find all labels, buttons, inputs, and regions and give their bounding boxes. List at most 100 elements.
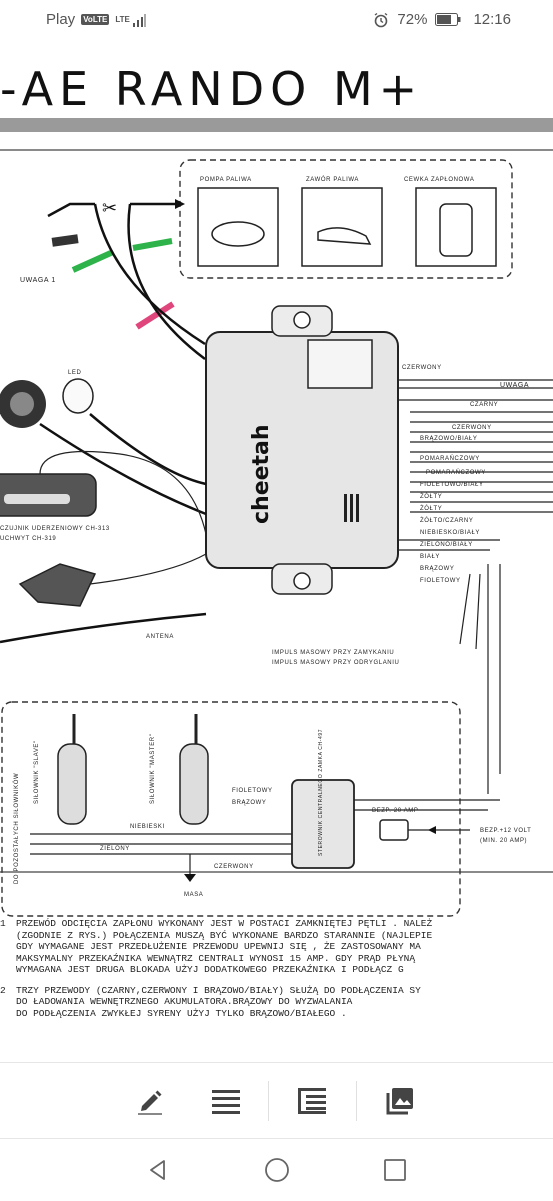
document-title: -AE RANDO M+ xyxy=(0,62,424,116)
actuator-slave xyxy=(57,714,87,825)
edit-button[interactable] xyxy=(130,1081,170,1121)
battery-icon xyxy=(435,13,461,26)
ignition-coil-drawing xyxy=(439,203,473,257)
lock-wire-0: FIOLETOWY xyxy=(232,788,273,794)
format-icon xyxy=(212,1090,240,1114)
format-button[interactable] xyxy=(206,1081,246,1121)
antenna-label: ANTENA xyxy=(146,634,174,640)
recents-icon xyxy=(384,1159,406,1181)
gallery-button[interactable] xyxy=(380,1081,420,1121)
lock-wires xyxy=(30,833,292,855)
home-button[interactable] xyxy=(262,1155,292,1185)
green-marker-1 xyxy=(71,249,115,273)
title-rule xyxy=(0,118,553,132)
back-icon xyxy=(150,1160,165,1180)
pink-marker xyxy=(135,301,175,330)
wire-label-12: BIAŁY xyxy=(420,554,440,560)
led-label: LED xyxy=(68,370,82,376)
lock-wire-4: CZERWONY xyxy=(214,864,254,870)
wire-siren xyxy=(39,422,207,516)
toolbar-divider-1 xyxy=(268,1081,269,1121)
sensor-label: CZUJNIK UDERZENIOWY CH-313 xyxy=(0,526,110,532)
note-1: 1 PRZEWÓD ODCIĘCIA ZAPŁONU WYKONANY JEST… xyxy=(0,918,553,976)
central-lock-module xyxy=(291,779,355,869)
wire-antenna xyxy=(89,553,207,585)
note-2-number: 2 xyxy=(0,984,6,996)
down-wires xyxy=(487,564,501,794)
note-2-line-3: DO PODŁĄCZENIA ZWYKŁEJ SYRENY UŻYJ TYLKO… xyxy=(16,1007,347,1019)
unit-slots xyxy=(344,494,359,522)
wire-left xyxy=(0,612,207,644)
note-1-line-2: (ZGODNIE Z RYS.) POŁĄCZENIA MUSZĄ BYĆ WY… xyxy=(16,929,433,941)
brand-label: cheetah xyxy=(249,424,274,524)
fuel-pump-box xyxy=(197,187,279,267)
pulse-lock-label: IMPULS MASOWY PRZY ZAMYKANIU xyxy=(272,650,394,656)
other-actuators-label: DO POZOSTAŁYCH SIŁOWNIKÓW xyxy=(13,773,20,884)
volte-badge: VoLTE xyxy=(81,14,110,25)
wire-label-9: ŻÓŁTO/CZARNY xyxy=(420,517,473,524)
note-2: 2 TRZY PRZEWODY (CZARNY,CZERWONY I BRĄZO… xyxy=(0,985,553,1020)
wire-label-2: CZERWONY xyxy=(452,425,492,431)
connector-left xyxy=(51,234,79,247)
home-icon xyxy=(265,1158,289,1182)
wire-label-14: FIOLETOWY xyxy=(420,578,461,584)
back-button[interactable] xyxy=(143,1155,173,1185)
slave-label: SIŁOWNIK "SLAVE" xyxy=(34,740,40,804)
recents-button[interactable] xyxy=(380,1155,410,1185)
wire-led xyxy=(89,413,207,486)
wire-sensor xyxy=(39,450,207,535)
power-label-2: (MIN. 20 AMP) xyxy=(480,838,527,844)
note-1-line-1: PRZEWÓD ODCIĘCIA ZAPŁONU WYKONANY JEST W… xyxy=(16,918,433,929)
dashed-box-devices xyxy=(179,159,513,279)
wire-label-5: POMARAŃCZOWY xyxy=(426,469,486,476)
fuel-valve-drawing xyxy=(317,227,372,245)
note-1-line-5: WYMAGANA JEST DRUGA BLOKADA UŻYJ DODATKO… xyxy=(16,964,404,975)
pulse-wires xyxy=(459,573,481,650)
status-bar: Play VoLTE LTE 72% 12:16 xyxy=(0,0,553,40)
clock-time: 12:16 xyxy=(473,11,511,28)
note-2-line-1: TRZY PRZEWODY (CZARNY,CZERWONY I BRĄZOWO… xyxy=(16,984,421,996)
master-label: SIŁOWNIK "MASTER" xyxy=(150,734,156,804)
fuel-pump-label: POMPA PALIWA xyxy=(200,177,252,183)
note-1-number: 1 xyxy=(0,918,6,929)
pulse-unlock-label: IMPULS MASOWY PRZY ODRYGLANIU xyxy=(272,660,399,666)
fuse-box xyxy=(379,819,409,841)
ignition-coil-box xyxy=(415,187,497,267)
notes-section: 1 PRZEWÓD ODCIĘCIA ZAPŁONU WYKONANY JEST… xyxy=(0,918,553,1028)
alarm-icon xyxy=(375,12,388,27)
led-drawing xyxy=(62,378,94,414)
fuse-label: BEZP. 20 AMP xyxy=(372,808,418,814)
note-1-line-4: MAKSYMALNY PRZEKAŹNIKA WEWNĄTRZ CENTRALI… xyxy=(16,952,416,964)
wire-b xyxy=(127,203,206,361)
right-wires xyxy=(398,379,553,551)
wire-label-10: NIEBIESKO/BIAŁY xyxy=(420,530,480,536)
wire-label-3: BRĄZOWO/BIAŁY xyxy=(420,436,477,442)
view-button[interactable] xyxy=(292,1081,332,1121)
wire-label-8: ŻÓŁTY xyxy=(420,505,442,512)
wire-label-0: CZERWONY xyxy=(402,365,442,371)
actuator-master xyxy=(179,714,209,825)
note-2-line-2: DO ŁADOWANIA WEWNĘTRZNEGO AKUMULATORA.BR… xyxy=(16,996,353,1007)
wire-label-6: FIOLETOWO/BIAŁY xyxy=(420,482,484,488)
toolbar-divider-2 xyxy=(356,1081,357,1121)
ignition-coil-label: CEWKA ZAPŁONOWA xyxy=(404,177,474,183)
signal-icon xyxy=(132,13,146,27)
wire-label-13: BRĄZOWY xyxy=(420,566,455,572)
note-1-line-3: GDY WYMAGANE JEST PRZEDŁUŻENIE PRZEWODU … xyxy=(16,941,421,952)
antenna-module xyxy=(18,563,97,607)
lock-wire-2: NIEBIESKI xyxy=(130,824,165,830)
bottom-toolbar xyxy=(0,1062,553,1139)
connector-block xyxy=(307,339,373,389)
sensor2-label: UCHWYT CH-319 xyxy=(0,536,56,542)
fuel-valve-label: ZAWÓR PALIWA xyxy=(306,176,359,183)
lock-wire-5: MASA xyxy=(184,892,203,898)
document-view[interactable]: -AE RANDO M+ .lbl { font-family:"Liberat… xyxy=(0,40,553,1062)
wiring-diagram: .lbl { font-family:"Liberation Sans", sa… xyxy=(0,149,553,917)
lock-wire-3: ZIELONY xyxy=(100,846,130,852)
edit-icon xyxy=(138,1090,162,1115)
fuel-valve-box xyxy=(301,187,383,267)
wire-arrow-left xyxy=(47,202,95,218)
view-icon xyxy=(298,1088,326,1114)
wire-a xyxy=(93,203,206,346)
lock-wire-1: BRĄZOWY xyxy=(232,800,267,806)
